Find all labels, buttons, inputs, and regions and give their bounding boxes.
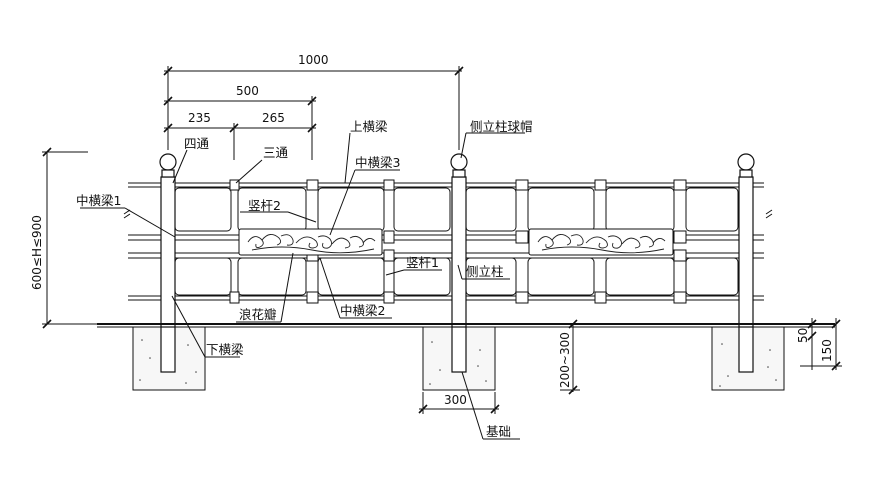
label-side-post-cap: 侧立柱球帽: [470, 119, 533, 134]
label-middle-beam-3: 中横梁3: [355, 155, 400, 170]
dim-three-way-spacing: 265: [262, 111, 285, 125]
dim-half-width: 500: [236, 84, 259, 98]
dimension-lines: [42, 66, 842, 414]
dim-foundation-depth: 200~300: [558, 332, 572, 388]
dim-four-way-spacing: 235: [188, 111, 211, 125]
foundations: [132, 326, 785, 391]
rail-joints: [229, 179, 687, 304]
label-foundation: 基础: [486, 424, 511, 439]
label-upper-beam: 上横梁: [350, 119, 388, 134]
rail-panels: [174, 187, 739, 296]
label-lower-beam: 下横梁: [206, 342, 244, 357]
dim-foundation-height: 150: [820, 339, 834, 362]
label-three-way: 三通: [263, 145, 289, 160]
dim-total-width: 1000: [298, 53, 329, 67]
wave-flower-panel-left: [238, 228, 383, 256]
ground-line: [97, 323, 835, 328]
label-middle-beam-1: 中横梁1: [76, 193, 121, 208]
label-vertical-bar-1: 竖杆1: [406, 255, 439, 270]
label-middle-beam-2: 中横梁2: [340, 303, 385, 318]
dim-height-range: 600≤H≤900: [30, 215, 44, 290]
label-side-post: 侧立柱: [466, 264, 504, 279]
dim-ground-offset: 50: [796, 328, 810, 343]
label-wave-flower: 浪花瓣: [239, 307, 277, 322]
dim-foundation-width: 300: [444, 393, 467, 407]
break-marks: [123, 209, 773, 219]
leader-lines: [80, 132, 525, 440]
wave-flower-panel-right: [528, 228, 674, 256]
label-vertical-bar-2: 竖杆2: [248, 198, 281, 213]
label-four-way: 四通: [184, 136, 210, 151]
